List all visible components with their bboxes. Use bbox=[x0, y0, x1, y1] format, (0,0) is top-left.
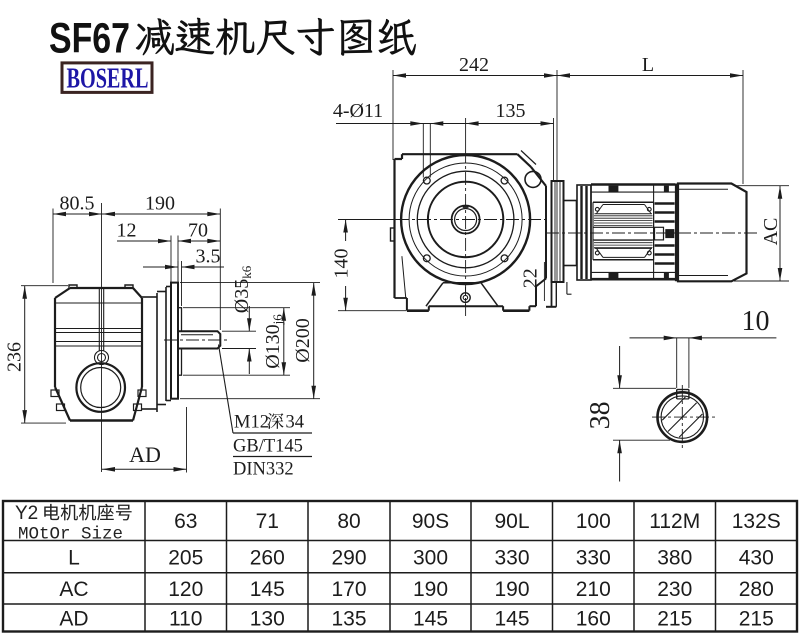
svg-text:71: 71 bbox=[256, 510, 279, 533]
svg-text:12: 12 bbox=[117, 220, 137, 242]
svg-text:80: 80 bbox=[337, 510, 360, 533]
svg-text:280: 280 bbox=[739, 578, 774, 601]
svg-text:AD: AD bbox=[59, 607, 88, 630]
svg-text:Ø130j6: Ø130j6 bbox=[262, 314, 285, 369]
svg-text:170: 170 bbox=[331, 578, 366, 601]
svg-text:DIN332: DIN332 bbox=[233, 460, 294, 480]
svg-text:L: L bbox=[68, 546, 80, 569]
svg-text:GB/T145: GB/T145 bbox=[233, 437, 303, 457]
svg-text:132S: 132S bbox=[732, 510, 781, 533]
svg-text:Ø35k6: Ø35k6 bbox=[231, 265, 254, 313]
svg-text:145: 145 bbox=[494, 607, 529, 630]
svg-text:300: 300 bbox=[413, 546, 448, 569]
svg-text:290: 290 bbox=[331, 546, 366, 569]
svg-text:112M: 112M bbox=[649, 510, 700, 533]
svg-text:135: 135 bbox=[331, 607, 366, 630]
svg-text:SF67: SF67 bbox=[49, 16, 130, 63]
svg-text:380: 380 bbox=[657, 546, 692, 569]
svg-text:215: 215 bbox=[739, 607, 774, 630]
svg-text:260: 260 bbox=[250, 546, 285, 569]
svg-text:80.5: 80.5 bbox=[60, 193, 95, 215]
svg-text:190: 190 bbox=[494, 578, 529, 601]
svg-text:BOSERL: BOSERL bbox=[67, 62, 149, 94]
svg-text:Y2: Y2 bbox=[15, 503, 38, 524]
svg-text:L: L bbox=[642, 54, 654, 76]
svg-text:MOtOr Size: MOtOr Size bbox=[18, 525, 123, 545]
svg-text:205: 205 bbox=[168, 546, 203, 569]
svg-text:140: 140 bbox=[331, 249, 353, 279]
svg-text:AC: AC bbox=[59, 578, 88, 601]
svg-text:330: 330 bbox=[576, 546, 611, 569]
svg-text:430: 430 bbox=[739, 546, 774, 569]
svg-text:110: 110 bbox=[169, 607, 202, 630]
svg-text:63: 63 bbox=[174, 510, 197, 533]
svg-text:230: 230 bbox=[657, 578, 692, 601]
svg-text:Ø200: Ø200 bbox=[292, 318, 314, 362]
svg-text:38: 38 bbox=[585, 401, 616, 429]
svg-text:M12: M12 bbox=[234, 413, 269, 433]
svg-text:160: 160 bbox=[576, 607, 611, 630]
svg-text:22: 22 bbox=[520, 268, 542, 288]
svg-text:90S: 90S bbox=[412, 510, 449, 533]
svg-text:4-Ø11: 4-Ø11 bbox=[333, 100, 383, 122]
svg-text:100: 100 bbox=[576, 510, 611, 533]
svg-text:242: 242 bbox=[459, 54, 489, 76]
svg-text:190: 190 bbox=[145, 193, 175, 215]
svg-text:3.5: 3.5 bbox=[196, 246, 221, 268]
svg-text:90L: 90L bbox=[494, 510, 529, 533]
svg-text:210: 210 bbox=[576, 578, 611, 601]
svg-text:AD: AD bbox=[129, 442, 161, 467]
svg-text:135: 135 bbox=[496, 100, 526, 122]
svg-text:215: 215 bbox=[657, 607, 692, 630]
svg-text:70: 70 bbox=[188, 220, 208, 242]
svg-text:10: 10 bbox=[742, 306, 770, 337]
svg-text:236: 236 bbox=[4, 342, 26, 372]
svg-text:145: 145 bbox=[250, 578, 285, 601]
svg-text:330: 330 bbox=[494, 546, 529, 569]
svg-text:34: 34 bbox=[286, 413, 305, 433]
svg-text:190: 190 bbox=[413, 578, 448, 601]
svg-text:130: 130 bbox=[250, 607, 285, 630]
svg-text:120: 120 bbox=[168, 578, 203, 601]
svg-text:145: 145 bbox=[413, 607, 448, 630]
svg-text:AC: AC bbox=[760, 218, 782, 246]
